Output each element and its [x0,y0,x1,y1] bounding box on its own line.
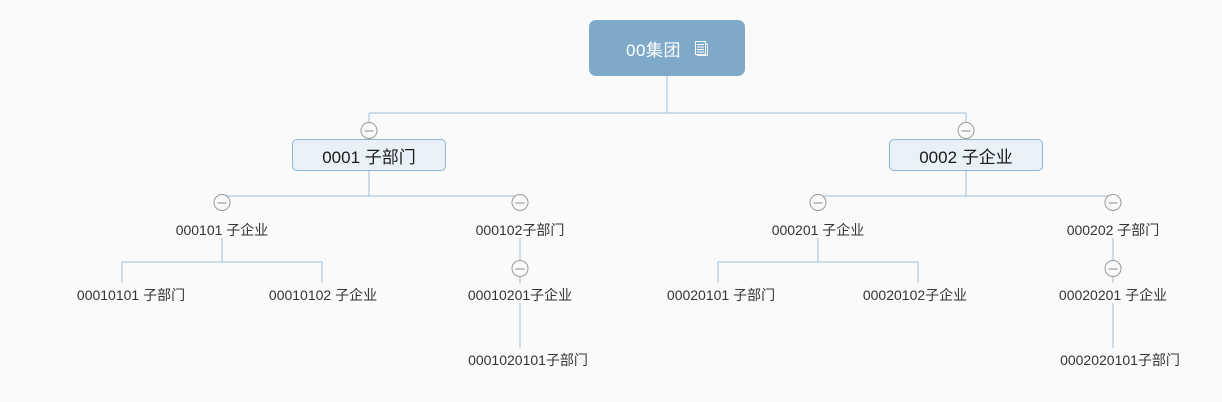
node-000101[interactable]: 000101 子企业 [175,222,269,238]
node-0001020101[interactable]: 0001020101子部门 [468,352,588,368]
node-00020102[interactable]: 00020102子企业 [862,287,968,303]
node-000102[interactable]: 000102子部门 [475,222,565,238]
collapse-toggle-0001[interactable] [360,122,378,139]
node-00010102[interactable]: 00010102 子企业 [268,287,378,303]
collapse-toggle-000201[interactable] [809,194,827,211]
collapse-toggle-000102[interactable] [511,194,529,211]
node-00010101[interactable]: 00010101 子部门 [76,287,186,303]
node-000202[interactable]: 000202 子部门 [1066,222,1160,238]
node-000201[interactable]: 000201 子企业 [771,222,865,238]
node-00020101[interactable]: 00020101 子部门 [666,287,776,303]
node-0002[interactable]: 0002 子企业 [889,139,1043,171]
collapse-toggle-000202[interactable] [1104,194,1122,211]
collapse-toggle-000101[interactable] [213,194,231,211]
node-0001-label: 0001 子部门 [322,147,416,167]
document-icon[interactable] [694,40,708,56]
node-0002020101[interactable]: 0002020101子部门 [1060,352,1180,368]
node-0002-label: 0002 子企业 [919,147,1013,167]
collapse-toggle-0002[interactable] [957,122,975,139]
node-00010201[interactable]: 00010201子企业 [467,287,573,303]
collapse-toggle-00020201[interactable] [1104,260,1122,277]
collapse-toggle-00010201[interactable] [511,260,529,277]
node-0001[interactable]: 0001 子部门 [292,139,446,171]
node-root[interactable]: 00集团 [589,20,745,76]
node-00020201[interactable]: 00020201 子企业 [1058,287,1168,303]
node-root-label: 00集团 [626,40,681,60]
